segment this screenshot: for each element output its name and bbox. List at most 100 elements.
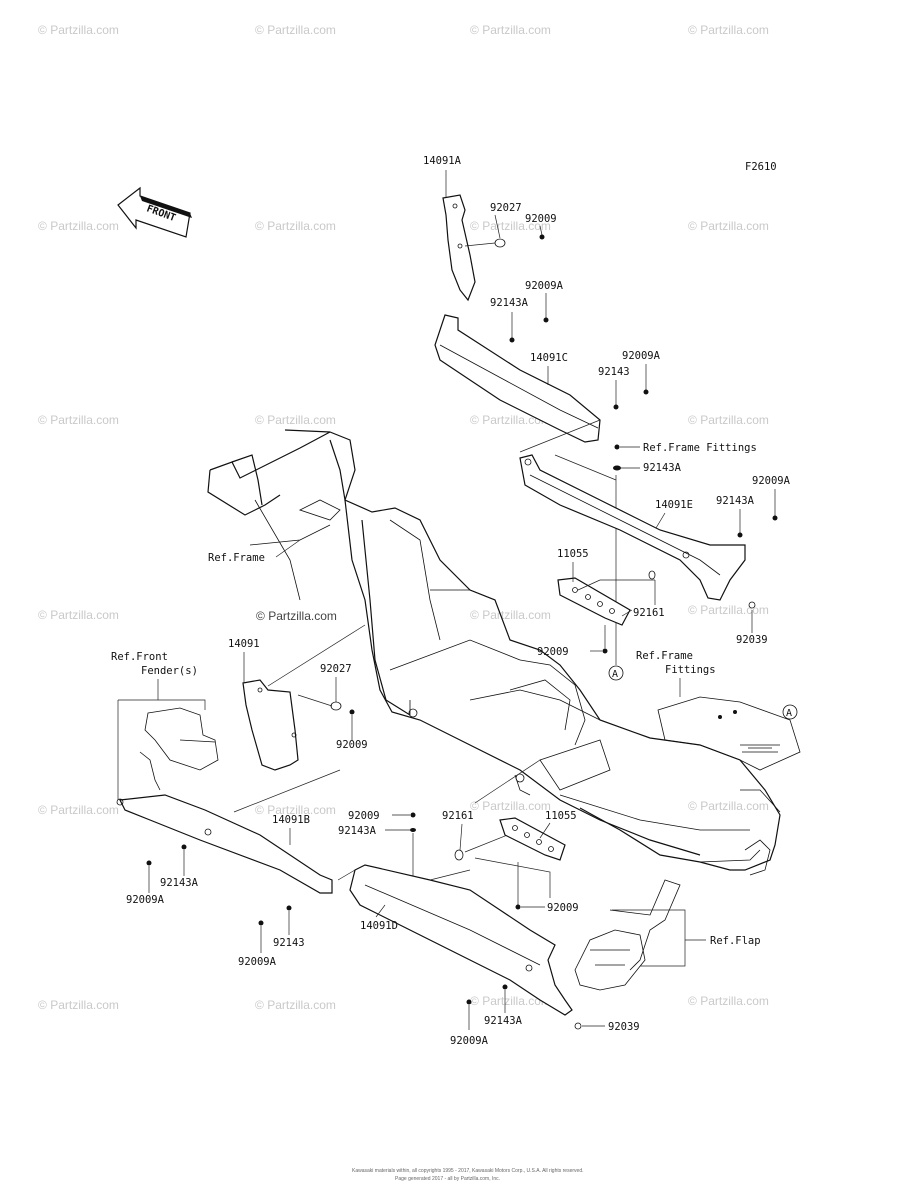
footer-copyright: Kawasaki materials within, all copyright… (352, 1168, 584, 1174)
watermark: © Partzilla.com (470, 608, 551, 622)
flap-detail (574, 879, 681, 991)
label-92027-left: 92027 (320, 663, 352, 675)
screw-icon (574, 1022, 582, 1030)
part-14091E (519, 454, 746, 601)
label-92009-left: 92009 (336, 739, 368, 751)
watermark: © Partzilla.com (38, 413, 119, 427)
label-14091: 14091 (228, 638, 260, 650)
watermark: © Partzilla.com (255, 219, 336, 233)
label-ref-frame-fittings-2b: Fittings (665, 664, 716, 676)
screw-icon (748, 601, 756, 609)
collar-icon (502, 984, 508, 990)
label-14091E: 14091E (655, 499, 693, 511)
label-92009A-3: 92009A (752, 475, 791, 487)
collar-icon (613, 465, 621, 471)
label-ref-frame-fittings-2a: Ref.Frame (636, 650, 693, 662)
watermark: © Partzilla.com (470, 219, 551, 233)
watermark: © Partzilla.com (255, 23, 336, 37)
part-11055-lower (499, 817, 566, 861)
label-92009A-1: 92009A (525, 280, 564, 292)
collar-icon (509, 337, 515, 343)
part-14091D (349, 864, 573, 1016)
part-14091C (434, 314, 601, 443)
label-ref-front-fender-a: Ref.Front (111, 651, 168, 663)
footer-generated: Page generated 2017 - all by Partzilla.c… (395, 1176, 500, 1182)
label-92009-mid: 92009 (537, 646, 569, 658)
watermark: © Partzilla.com (688, 994, 769, 1008)
washer-icon (494, 238, 506, 248)
part-14091A (442, 194, 476, 302)
grommet-icon (648, 570, 656, 580)
collar-icon (181, 844, 187, 850)
label-92009-low: 92009 (348, 810, 380, 822)
label-92161-1: 92161 (633, 607, 665, 619)
bolt-icon (539, 234, 545, 240)
label-14091A: 14091A (423, 155, 462, 167)
bolt-icon (772, 515, 778, 521)
label-92143-1: 92143 (598, 366, 630, 378)
label-ref-flap: Ref.Flap (710, 935, 761, 947)
label-92143A-2: 92143A (643, 462, 682, 474)
label-14091B: 14091B (272, 814, 310, 826)
collar-icon (286, 905, 292, 911)
watermark: © Partzilla.com (255, 413, 336, 427)
watermark: © Partzilla.com (38, 998, 119, 1012)
grommet-icon (454, 849, 464, 861)
label-ref-frame: Ref.Frame (208, 552, 265, 564)
label-92143-2: 92143 (273, 937, 305, 949)
callout-a-label: A (786, 708, 792, 719)
watermark-grid: © Partzilla.com © Partzilla.com © Partzi… (38, 23, 769, 1012)
frame (207, 429, 781, 876)
collar-icon (613, 404, 619, 410)
callout-a-icon (782, 704, 798, 720)
collar-icon (410, 828, 416, 832)
label-92143A-6: 92143A (484, 1015, 523, 1027)
frame-fittings-detail (657, 696, 801, 771)
callout-a-label: A (612, 669, 618, 680)
label-92143A-1: 92143A (490, 297, 529, 309)
watermark: © Partzilla.com (688, 799, 769, 813)
part-14091B (116, 794, 333, 894)
label-92009A-5: 92009A (238, 956, 277, 968)
watermark: © Partzilla.com (470, 799, 551, 813)
bolt-icon (146, 860, 152, 866)
watermark: © Partzilla.com (688, 219, 769, 233)
label-92143A-5: 92143A (338, 825, 377, 837)
watermark: © Partzilla.com (38, 608, 119, 622)
bolt-icon (410, 812, 416, 818)
label-11055-1: 11055 (557, 548, 589, 560)
front-arrow-icon: FRONT (117, 186, 192, 238)
watermark: © Partzilla.com (470, 994, 551, 1008)
bolt-icon (349, 709, 355, 715)
watermark: © Partzilla.com (38, 23, 119, 37)
label-92027-top: 92027 (490, 202, 522, 214)
watermark: © Partzilla.com (255, 803, 336, 817)
label-11055-2: 11055 (545, 810, 577, 822)
watermark: © Partzilla.com (688, 23, 769, 37)
watermark: © Partzilla.com (255, 998, 336, 1012)
bolt-icon (602, 648, 608, 654)
label-14091D: 14091D (360, 920, 398, 932)
label-92009-top: 92009 (525, 213, 557, 225)
label-92009A-2: 92009A (622, 350, 661, 362)
watermark-center: © Partzilla.com (256, 609, 337, 623)
bolt-icon (466, 999, 472, 1005)
label-92009A-6: 92009A (450, 1035, 489, 1047)
watermark: © Partzilla.com (38, 803, 119, 817)
label-ref-frame-fittings-1: Ref.Frame Fittings (643, 442, 757, 454)
callout-a-icon (608, 665, 624, 681)
label-92161-2: 92161 (442, 810, 474, 822)
label-92009-low2: 92009 (547, 902, 579, 914)
label-92039-2: 92039 (608, 1021, 640, 1033)
watermark: © Partzilla.com (470, 23, 551, 37)
watermark: © Partzilla.com (38, 219, 119, 233)
part-14091 (242, 679, 299, 771)
label-92143A-4: 92143A (160, 877, 199, 889)
front-fender-detail (139, 707, 219, 791)
bolt-icon (614, 444, 620, 450)
collar-icon (737, 532, 743, 538)
label-14091C: 14091C (530, 352, 568, 364)
bolt-icon (515, 904, 521, 910)
